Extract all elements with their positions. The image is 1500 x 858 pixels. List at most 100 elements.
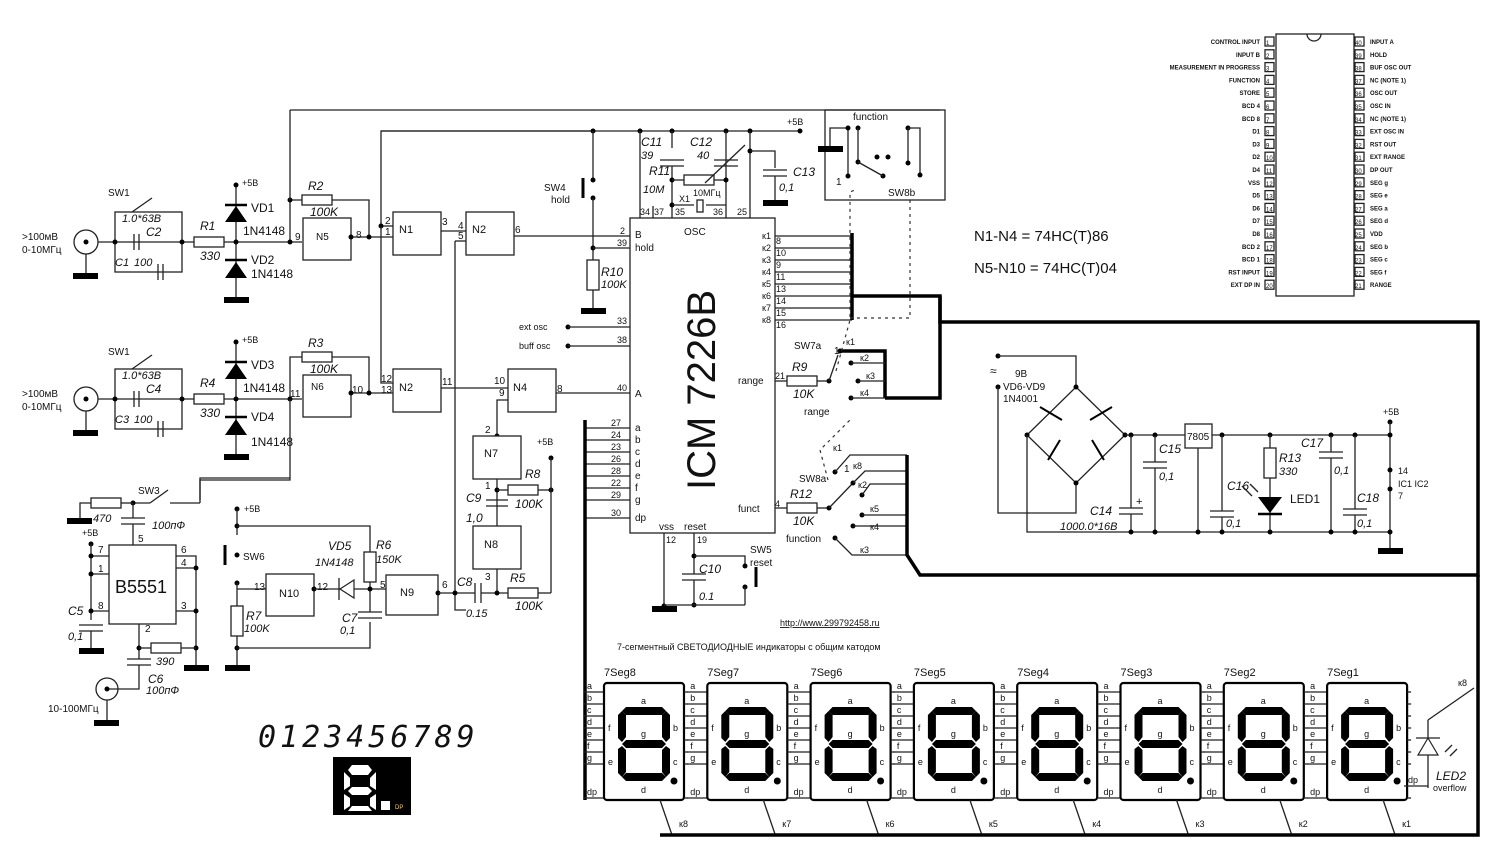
segment-c <box>1281 746 1290 777</box>
pinout-pin-number: 11 <box>1266 169 1273 175</box>
segment-d <box>931 773 976 781</box>
segment-label: f <box>918 723 921 733</box>
segment-label: f <box>1125 723 1128 733</box>
sw3-switch[interactable] <box>149 489 169 504</box>
segment-f <box>721 711 730 742</box>
gate-n9 <box>385 574 439 616</box>
segment-label: d <box>848 785 853 795</box>
segment-label: d <box>1054 785 1059 795</box>
segment-demo: DP <box>333 757 411 815</box>
pinout-pin-name: EXT RANGE <box>1370 155 1405 161</box>
segment-label: c <box>983 757 988 767</box>
r12-resistor <box>786 502 818 514</box>
segment-b <box>1281 711 1290 742</box>
pinout-pin-name: INPUT A <box>1370 40 1394 46</box>
r3-resistor <box>301 351 333 363</box>
svg-text:21: 21 <box>775 371 785 381</box>
sw7a-wiper[interactable] <box>828 354 839 382</box>
c3-value: 100 <box>134 414 153 426</box>
display-name: 7Seg3 <box>1121 667 1153 679</box>
pinout-pin-box <box>1354 113 1365 124</box>
svg-text:1: 1 <box>836 177 842 188</box>
pinout-pin-box <box>1264 202 1275 214</box>
sw8b-wiper[interactable] <box>857 161 884 177</box>
r390-resistor <box>150 642 182 654</box>
note-n5-n10: N5-N10 = 74HC(T)04 <box>974 260 1117 277</box>
pinout-pin-name: INPUT B <box>1236 53 1261 59</box>
led1-label: LED1 <box>1290 492 1320 506</box>
display-pin-label: a <box>690 681 695 691</box>
pinout-pin-number: 20 <box>1266 284 1273 290</box>
r11-value: 10M <box>643 184 665 196</box>
pinout-pin-name: D3 <box>1252 142 1260 148</box>
svg-text:9: 9 <box>499 388 505 399</box>
segment-dp <box>670 777 678 785</box>
pinout-pin-name: CONTROL INPUT <box>1211 40 1261 46</box>
segment-label: c <box>776 757 781 767</box>
pin-label: 11 <box>290 389 301 400</box>
svg-text:dp: dp <box>1408 775 1418 785</box>
vd1-type: 1N4148 <box>243 224 285 238</box>
input-b-freq: 0-10МГц <box>22 402 62 413</box>
segment-g <box>828 740 873 748</box>
display-pin-label: e <box>794 729 799 739</box>
segment-d <box>622 773 666 781</box>
sw1b-switch[interactable] <box>131 354 153 370</box>
pinout-pin-name: HOLD <box>1370 53 1388 59</box>
svg-text:2: 2 <box>485 425 491 436</box>
pinout-pin-box <box>1264 49 1275 60</box>
ground-icon <box>224 297 249 303</box>
chip-body <box>629 217 776 534</box>
svg-text:12: 12 <box>666 535 676 545</box>
c4-value: 1.0*63B <box>122 370 161 382</box>
gate-n2a <box>465 211 515 256</box>
chip-seg-pin-label: g <box>635 495 641 506</box>
display-name: 7Seg5 <box>914 667 946 679</box>
pinout-pin-number: 34 <box>1355 118 1362 124</box>
chip-k-pin-number: 16 <box>776 320 786 330</box>
display-cathode-label: к5 <box>989 819 998 829</box>
pinout-pin-name: VDD <box>1370 232 1383 238</box>
chip-k-pin-label: к5 <box>762 279 771 289</box>
c10-value: 0.1 <box>699 591 714 603</box>
svg-text:5: 5 <box>380 580 386 591</box>
vd1-label: VD1 <box>251 201 275 215</box>
pinout-pin-name: SEG b <box>1370 245 1388 251</box>
c2-label: C2 <box>146 225 162 239</box>
pinout-pin-number: 2 <box>1266 54 1270 60</box>
pinout-pin-name: SEG g <box>1370 181 1388 187</box>
display-pin-label: e <box>690 729 695 739</box>
pinout-pin-name: SEG d <box>1370 219 1388 225</box>
r2-value: 100K <box>310 205 339 219</box>
segment-label: g <box>1158 729 1163 739</box>
website-link[interactable]: http://www.299792458.ru <box>780 618 880 628</box>
pinout-pin-box <box>1264 151 1275 162</box>
pinout-pin-name: D7 <box>1252 219 1260 225</box>
pin-label: 10 <box>352 385 364 396</box>
pinout-pin-box <box>1354 100 1365 111</box>
sw8a-wiper[interactable] <box>828 482 854 509</box>
display-pin-label: d <box>1000 717 1005 727</box>
svg-text:1: 1 <box>98 564 104 575</box>
svg-text:39: 39 <box>617 238 627 248</box>
c16-value: 0,1 <box>1226 518 1241 530</box>
xtal-freq: 10МГц <box>693 188 721 198</box>
vd5-type: 1N4148 <box>315 557 354 569</box>
svg-text:4: 4 <box>775 499 780 509</box>
pinout-pin-box <box>1264 87 1275 98</box>
gate-n6 <box>302 374 352 418</box>
display-name: 7Seg4 <box>1017 667 1049 679</box>
segment-label: a <box>1054 696 1059 706</box>
sw1-switch[interactable] <box>131 197 153 213</box>
segment-dp <box>1083 777 1091 785</box>
segment-a <box>1035 707 1080 715</box>
segment-dp <box>1290 777 1298 785</box>
segment-c <box>868 746 877 777</box>
pinout-pin-box <box>1264 36 1275 47</box>
pinout-pin-number: 25 <box>1355 233 1362 239</box>
r8-resistor <box>507 484 539 496</box>
sw1b-label: SW1 <box>108 347 130 358</box>
display-pin-label: f <box>794 741 797 751</box>
